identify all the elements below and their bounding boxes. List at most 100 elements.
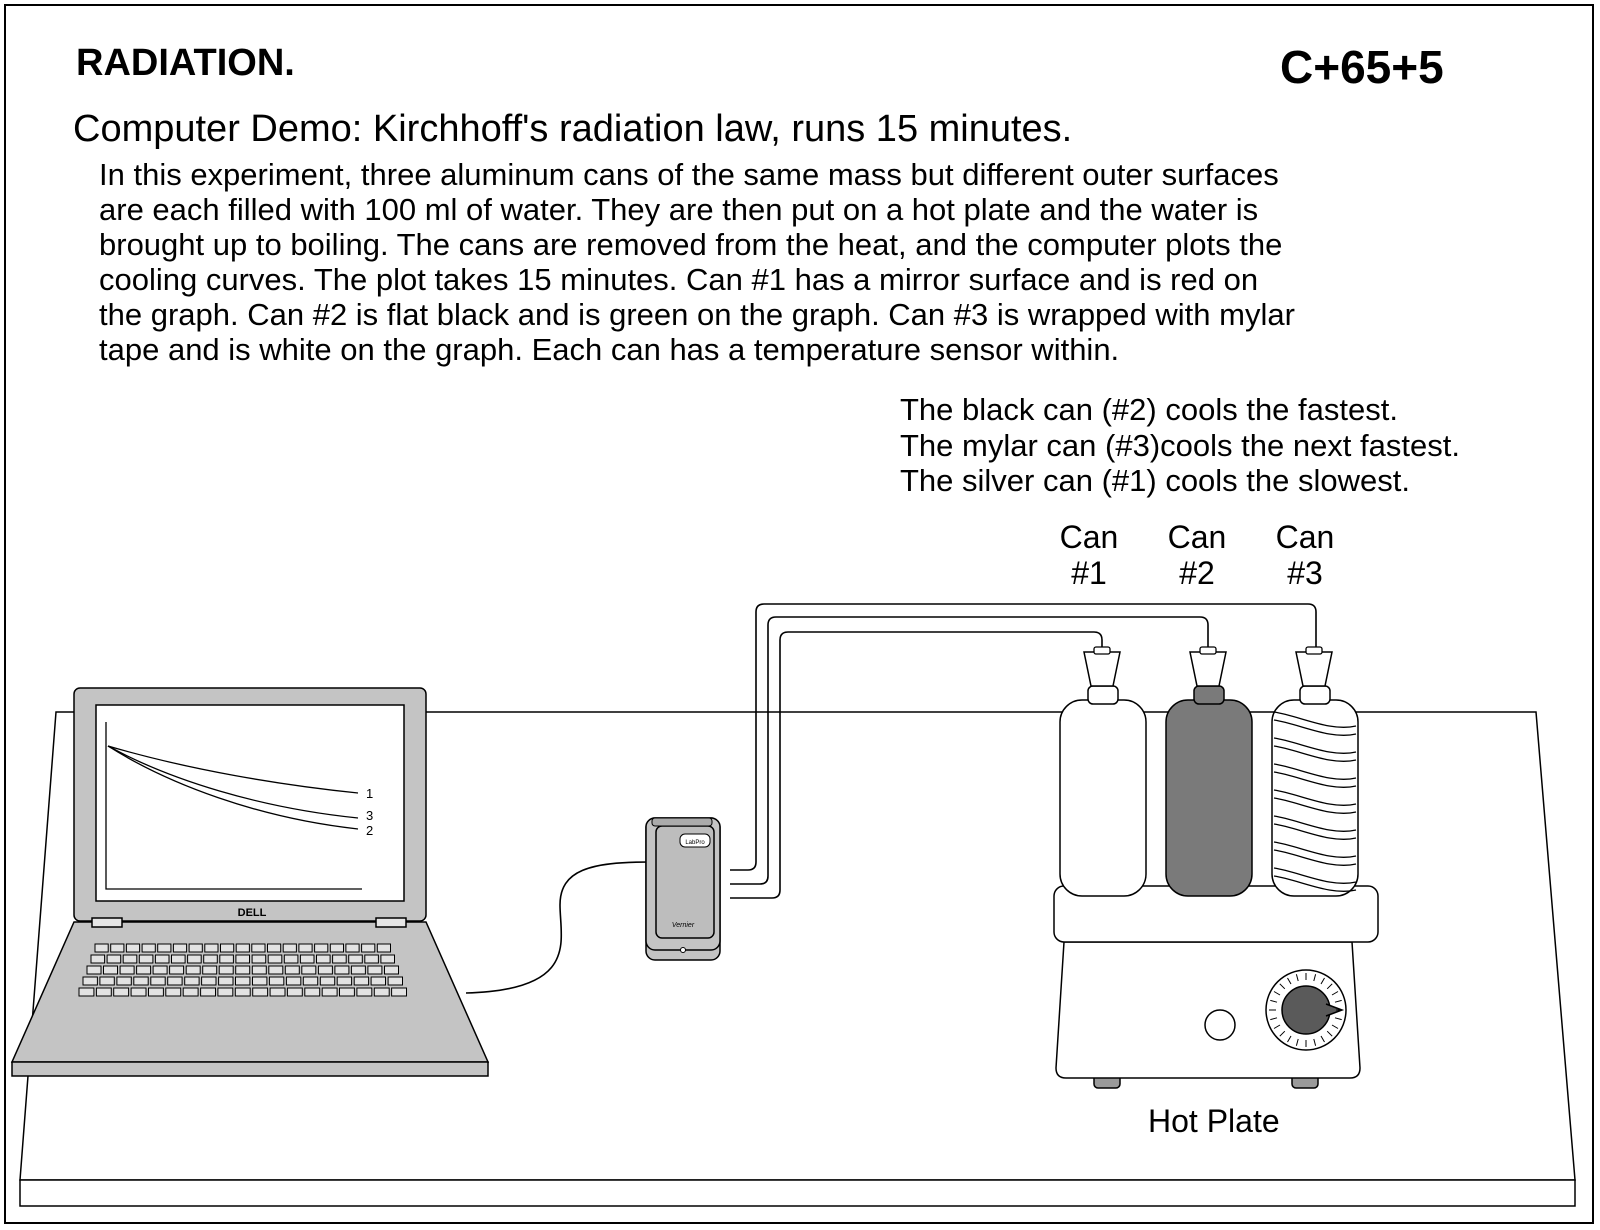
laptop [10,687,490,1077]
dial-tick [1287,1035,1292,1043]
keyboard-key [387,976,404,986]
keyboard-key [148,987,164,997]
description-line: cooling curves. The plot takes 15 minute… [99,262,1259,297]
keyboard-key [348,954,363,964]
keyboard-key [286,987,303,997]
mylar-stripe [1273,867,1357,884]
keyboard-key [364,954,379,964]
results: The black can (#2) cools the fastest. Th… [900,392,1460,499]
keyboard-key [157,943,172,953]
dial-tick [1313,974,1317,982]
keyboard-key [116,976,132,986]
keyboard-key [138,954,154,964]
data-interface [645,817,721,961]
keyboard-key [167,976,183,986]
dial-tick [1279,983,1286,990]
keyboard-key [373,987,390,997]
keyboard-key [298,943,313,953]
keyboard-key [182,987,199,997]
mylar-stripe [1273,711,1357,728]
keyboard-key [299,954,315,964]
keyboard-key [356,987,373,997]
keyboard-key [184,976,200,986]
keyboard-key [267,943,282,953]
keyboard-key [106,954,122,964]
dial-tick [1331,991,1339,996]
mylar-stripe [1273,763,1357,780]
keyboard-key [329,943,344,953]
keyboard-key [154,954,170,964]
keyboard [78,943,408,997]
keyboard-key [361,943,376,953]
dial-tick [1295,1038,1299,1046]
dial-tick [1273,991,1281,996]
power-button [1204,1009,1236,1041]
mylar-stripe [1273,815,1357,832]
demo-subtitle: Computer Demo: Kirchhoff's radiation law… [73,108,1073,150]
result-line: The mylar can (#3)cools the next fastest… [900,427,1460,463]
keyboard-key [316,954,331,964]
dial-tick [1273,1024,1281,1029]
keyboard-key [150,976,166,986]
keyboard-key [284,965,300,975]
keyboard-key [251,965,267,975]
keyboard-key [251,943,266,953]
keyboard-key [219,954,234,964]
keyboard-key [234,987,251,997]
keyboard-key [172,943,188,953]
keyboard-key [136,965,152,975]
keyboard-key [334,965,350,975]
description-line: tape and is white on the graph. Each can… [99,332,1120,367]
keyboard-key [82,976,98,986]
mylar-stripe [1273,841,1357,858]
can-2 [1165,651,1253,897]
keyboard-key [302,976,319,986]
keyboard-key [345,943,360,953]
keyboard-key [268,965,284,975]
description-line: In this experiment, three aluminum cans … [99,157,1279,192]
keyboard-key [285,976,302,986]
can-1-label: Can #1 [1059,519,1119,591]
mylar-stripe [1273,737,1357,754]
keyboard-key [391,987,408,997]
keyboard-key [201,976,217,986]
interface-logo: Vernier [672,922,695,929]
can-2-label: Can #2 [1167,519,1227,591]
keyboard-key [165,987,182,997]
mylar-stripe [1273,797,1357,814]
description: In this experiment, three aluminum cans … [99,157,1549,367]
dial-tick [1320,1035,1325,1043]
mylar-stripe [1273,823,1357,840]
keyboard-key [86,965,102,975]
keyboard-key [141,943,156,953]
mylar-stripe [1273,745,1357,762]
keyboard-key [218,965,234,975]
keyboard-key [110,943,125,953]
keyboard-key [133,976,149,986]
dial-tick [1270,1017,1278,1021]
keyboard-key [370,976,387,986]
dial-tick [1320,977,1325,985]
keyboard-key [376,943,391,953]
keyboard-key [90,954,106,964]
keyboard-key [235,954,250,964]
keyboard-key [99,976,115,986]
keyboard-key [78,987,95,997]
graph-y-axis [105,722,362,890]
keyboard-key [217,987,234,997]
curve-label-1: 1 [366,786,373,801]
keyboard-key [169,965,185,975]
keyboard-key [203,954,218,964]
description-line: brought up to boiling. The cans are remo… [99,227,1283,262]
can-3-label: Can #3 [1275,519,1335,591]
keyboard-key [171,954,186,964]
sensor-plugs [1093,646,1323,655]
can-3 [1271,651,1359,897]
result-line: The black can (#2) cools the fastest. [900,392,1398,427]
keyboard-key [130,987,147,997]
laptop-brand: DELL [238,907,267,919]
curve-can-3 [107,745,359,819]
curve-label-2: 2 [366,823,373,838]
keyboard-key [235,943,250,953]
